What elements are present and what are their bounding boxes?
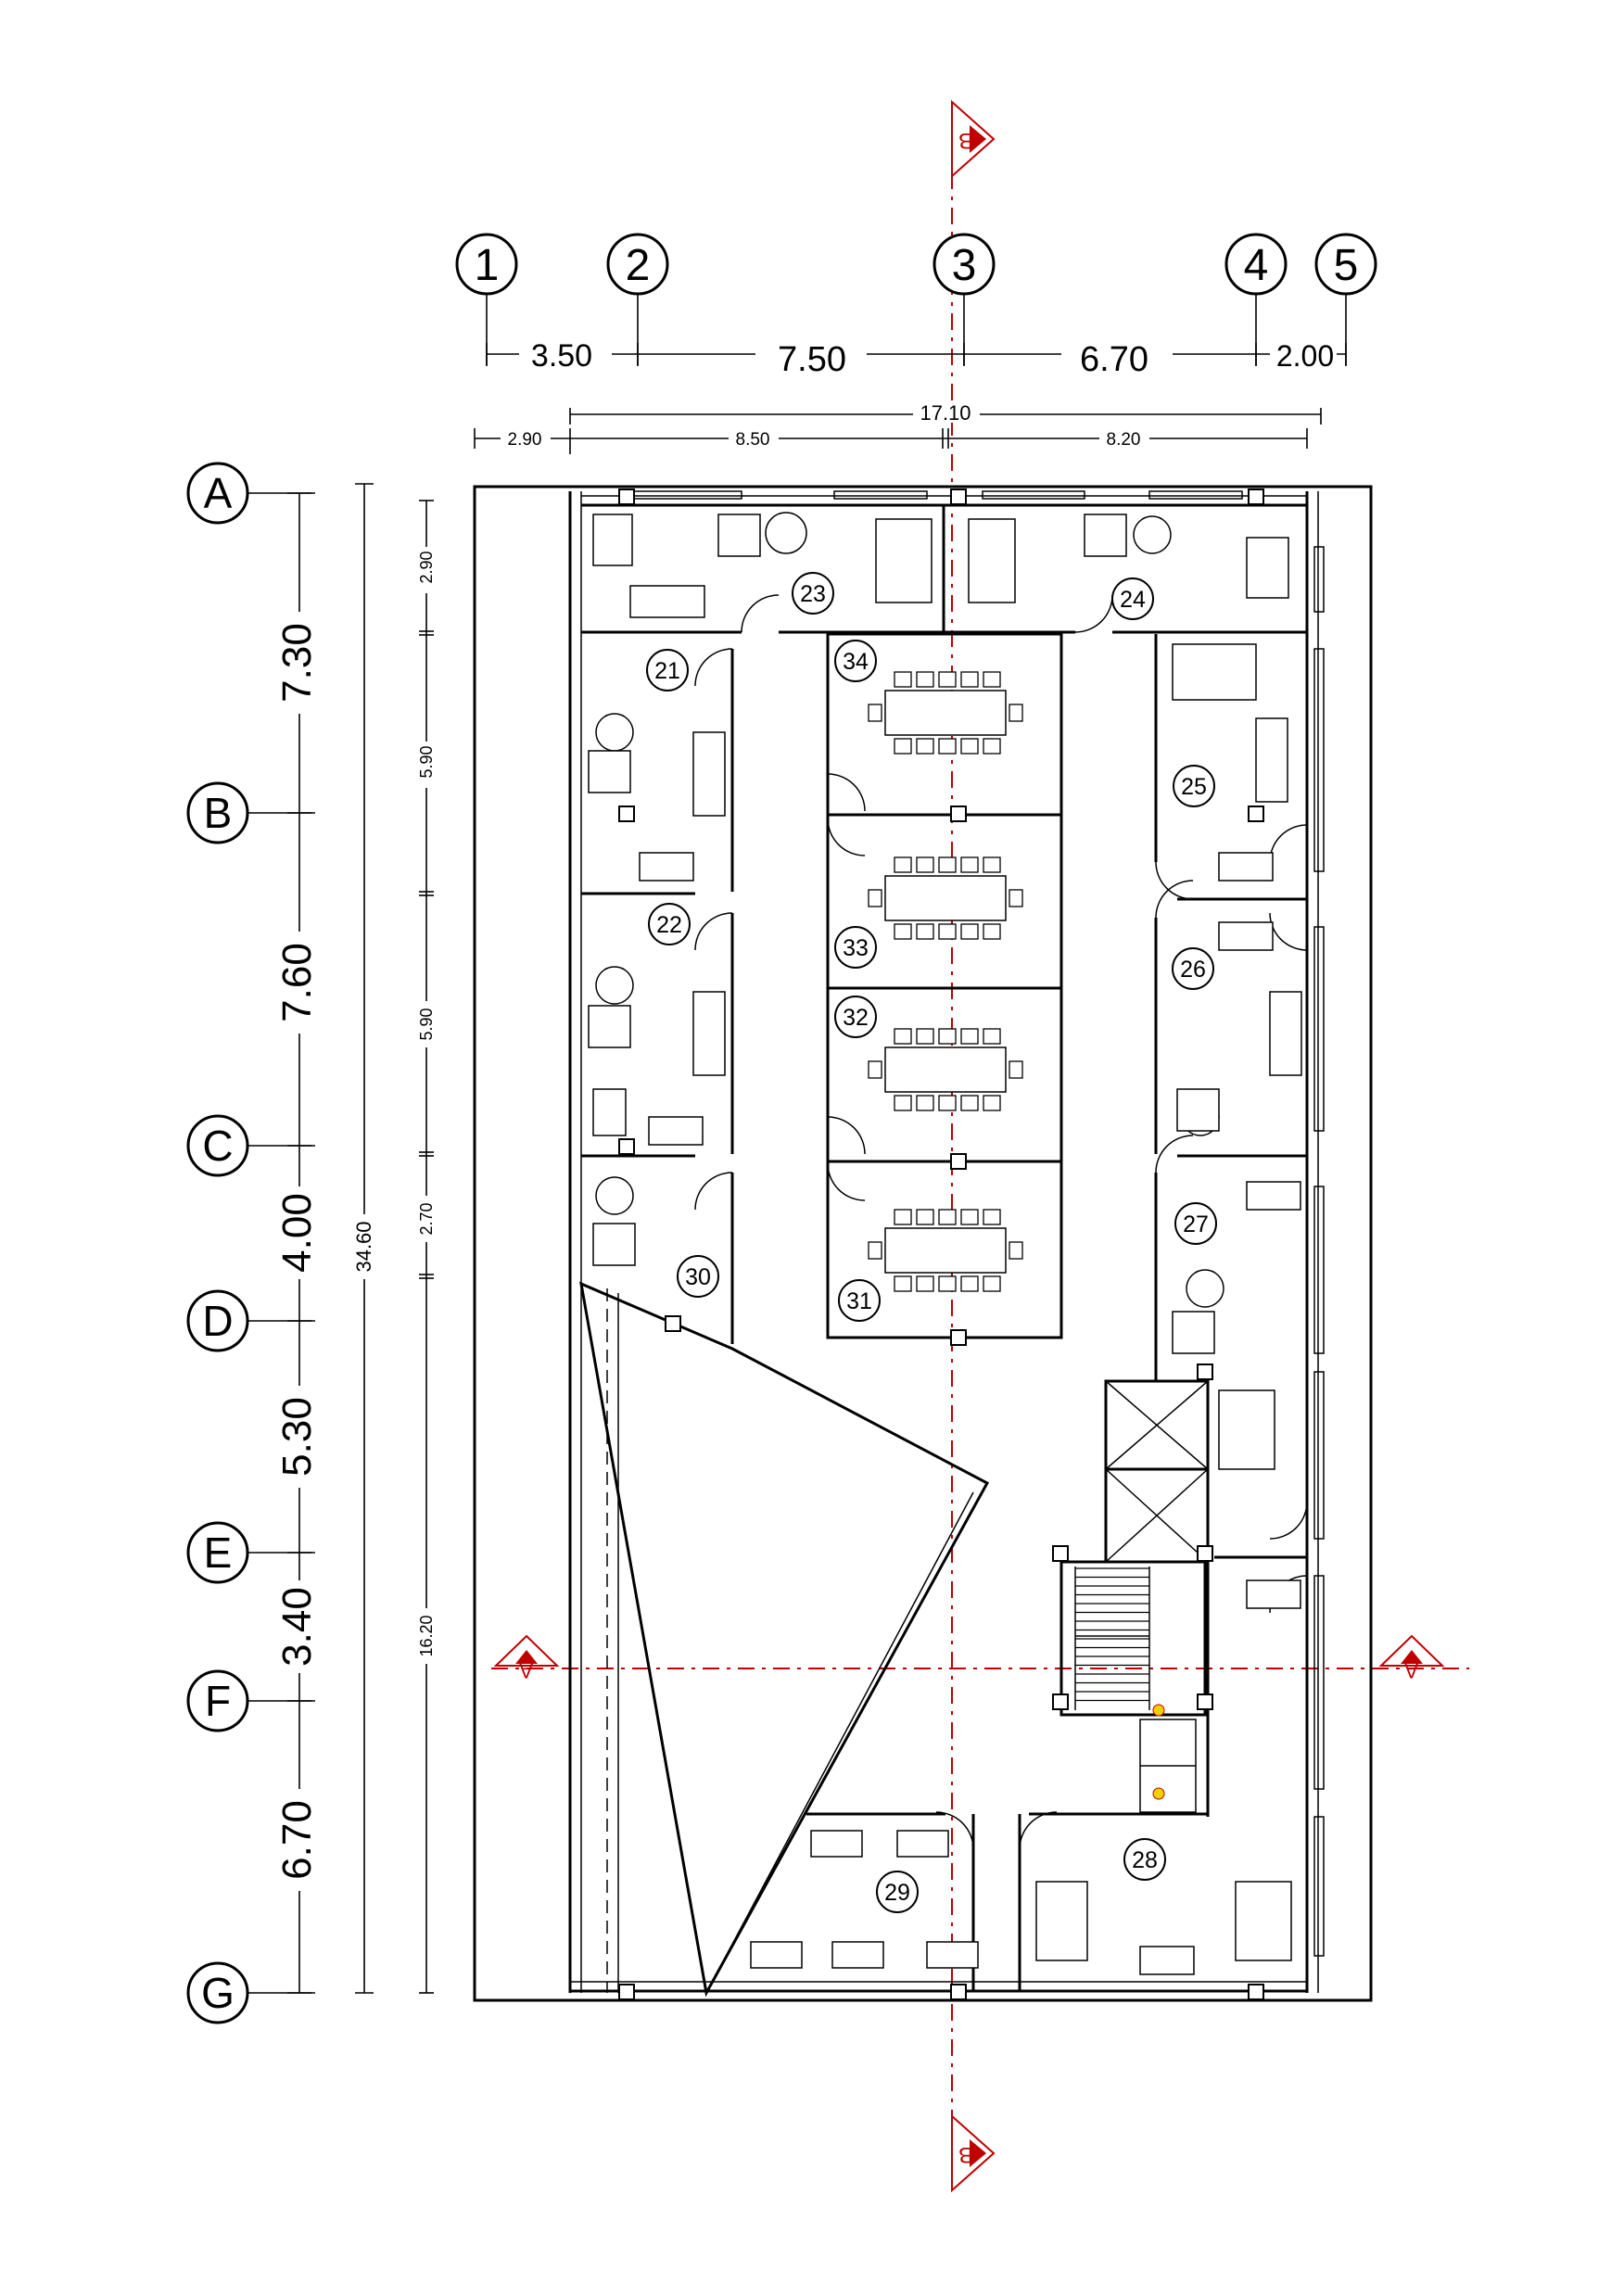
segment-height-3: 5.90 [417, 1008, 436, 1040]
segment-height-dimensions: 2.90 5.90 5.90 2.70 16.20 [415, 500, 438, 1994]
overall-width-dimension: 17.10 [569, 400, 1322, 425]
room-29: 29 [876, 1871, 919, 1913]
segment-width-3: 8.20 [1107, 430, 1141, 450]
grid-row-label: F [205, 1677, 231, 1725]
room-number: 27 [1183, 1211, 1209, 1237]
grid-row-label: B [204, 789, 233, 837]
col-dim-2-3: 7.50 [778, 340, 846, 379]
room-number: 34 [843, 649, 869, 675]
grid-column-label: 4 [1244, 241, 1269, 290]
room-27: 27 [1174, 1202, 1217, 1245]
room-24: 24 [1111, 577, 1154, 620]
room-26: 26 [1172, 947, 1214, 990]
grid-row-label: A [204, 469, 233, 517]
section-label-a-left: A [519, 1659, 533, 1682]
segment-height-4: 2.70 [417, 1202, 436, 1235]
grid-row-label: E [204, 1529, 233, 1577]
row-dim-d-e: 5.30 [274, 1397, 320, 1477]
room-34: 34 [834, 640, 877, 682]
room-22: 22 [648, 903, 691, 945]
column-spacing-dimensions: 3.50 7.50 6.70 2.00 [486, 336, 1347, 379]
grid-row-E: E [186, 1521, 315, 1584]
col-dim-3-4: 6.70 [1080, 340, 1148, 379]
segment-width-1: 2.90 [508, 430, 542, 450]
grid-column-5: 5 [1314, 233, 1377, 366]
section-label-a-right: A [1404, 1659, 1418, 1682]
segment-height-1: 2.90 [417, 551, 436, 583]
section-mark-b-top: B [951, 99, 996, 179]
windows [629, 490, 1325, 1957]
section-label-b-top: B [958, 128, 973, 153]
furniture [588, 512, 1302, 1975]
doors [694, 594, 1308, 1850]
section-mark-b-bottom: B [951, 2113, 996, 2193]
room-25: 25 [1173, 765, 1215, 807]
room-number: 22 [656, 912, 682, 938]
grid-row-A: A [186, 462, 315, 525]
room-number: 29 [884, 1880, 910, 1906]
grid-row-label: C [202, 1122, 233, 1170]
grid-row-B: B [186, 781, 315, 844]
room-33: 33 [834, 926, 877, 969]
row-spacing-dimensions: 7.30 7.60 4.00 5.30 3.40 6.70 [273, 492, 325, 1994]
grid-column-label: 2 [626, 241, 651, 290]
grid-row-label: G [201, 1969, 235, 2017]
segment-width-2: 8.50 [736, 430, 770, 450]
overall-height-label: 34.60 [352, 1221, 375, 1272]
segment-height-5: 16.20 [417, 1615, 436, 1656]
section-mark-a-left: A [493, 1634, 560, 1682]
section-label-b-bottom: B [958, 2142, 973, 2167]
room-number: 21 [654, 658, 680, 684]
room-number: 25 [1181, 774, 1207, 800]
room-number: 24 [1120, 587, 1146, 613]
structural-columns [618, 488, 1264, 2000]
grid-column-label: 3 [952, 241, 977, 290]
room-32: 32 [834, 996, 877, 1038]
room-number: 28 [1132, 1847, 1158, 1873]
grid-column-label: 1 [475, 241, 500, 290]
room-number: 32 [843, 1005, 869, 1031]
room-labels: 23 24 21 34 25 22 33 26 32 27 30 31 28 29 [646, 572, 1217, 1913]
row-dim-c-d: 4.00 [274, 1193, 320, 1273]
segment-height-2: 5.90 [417, 745, 436, 778]
row-dim-a-b: 7.30 [274, 623, 320, 703]
grid-row-markers: A B C D E F G [186, 462, 315, 2024]
room-31: 31 [838, 1279, 881, 1322]
room-number: 30 [685, 1264, 711, 1290]
grid-column-2: 2 [606, 233, 669, 366]
overall-height-dimension: 34.60 [352, 483, 376, 1994]
grid-row-label: D [202, 1297, 233, 1345]
col-dim-4-5: 2.00 [1276, 339, 1334, 373]
room-30: 30 [677, 1255, 719, 1298]
room-number: 26 [1180, 957, 1206, 983]
room-number: 31 [846, 1288, 872, 1314]
grid-row-F: F [186, 1669, 315, 1732]
section-mark-a-right: A [1378, 1634, 1445, 1682]
row-dim-f-g: 6.70 [274, 1800, 320, 1880]
row-dim-e-f: 3.40 [274, 1587, 320, 1667]
overall-width-label: 17.10 [920, 401, 971, 425]
room-21: 21 [646, 649, 689, 691]
room-28: 28 [1123, 1838, 1166, 1881]
grid-column-label: 5 [1334, 241, 1359, 290]
row-dim-b-c: 7.60 [274, 943, 320, 1022]
room-23: 23 [792, 572, 834, 615]
grid-row-D: D [186, 1289, 315, 1352]
col-dim-1-2: 3.50 [531, 338, 592, 374]
segment-width-dimensions: 2.90 8.50 8.20 [474, 427, 1308, 454]
room-number: 23 [800, 581, 826, 607]
grid-row-C: C [186, 1114, 315, 1177]
room-number: 33 [843, 935, 869, 961]
grid-row-G: G [186, 1961, 315, 2024]
grid-column-3: 3 [933, 233, 996, 366]
